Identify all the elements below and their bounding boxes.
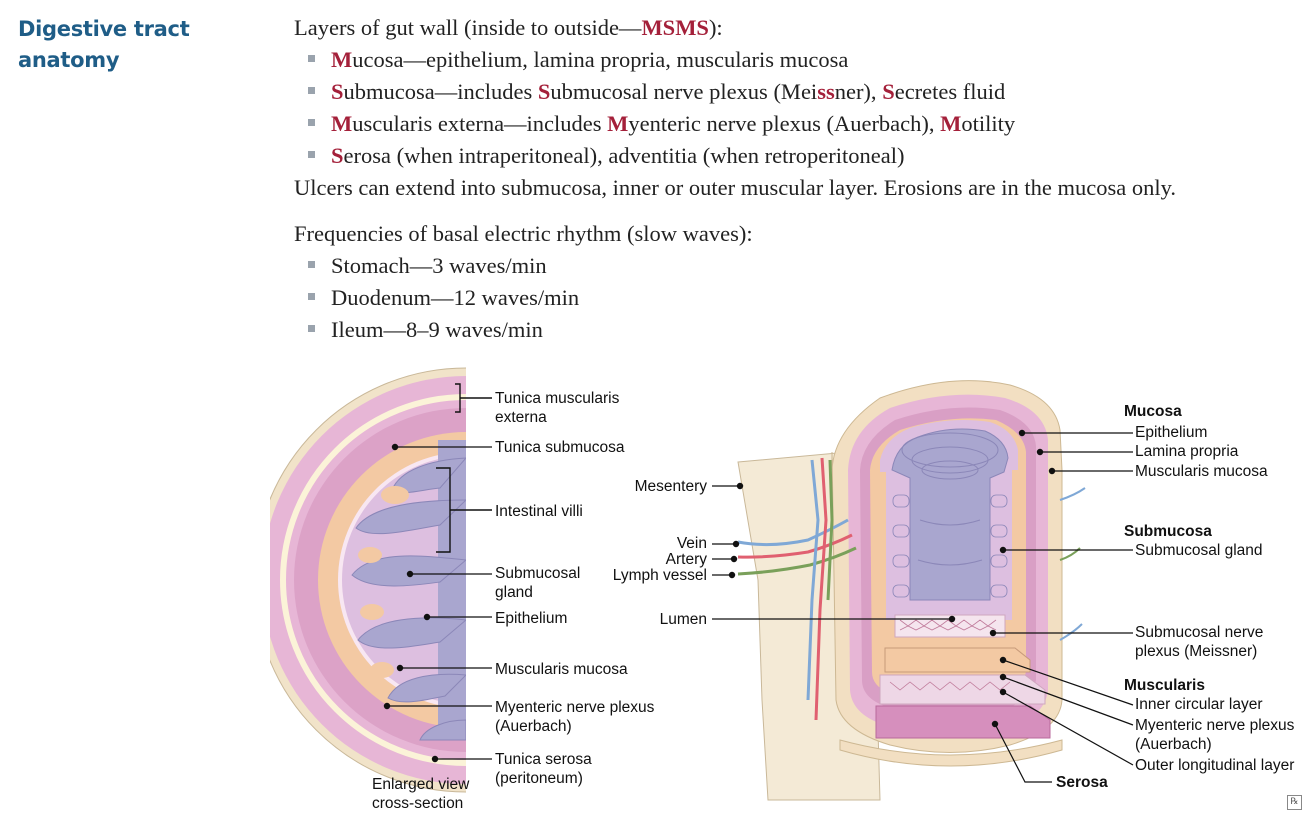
label-muscularis-externa-2: externa [495,409,547,426]
label-submucosal-gland-right: Submucosal gland [1135,542,1263,559]
label-inner-circular: Inner circular layer [1135,696,1263,713]
bullet-icon [308,293,315,301]
label-mucosa-heading: Mucosa [1124,403,1182,420]
label-serosa-right: Serosa [1056,774,1108,791]
label-epithelium-right: Epithelium [1135,424,1207,441]
label-lymph-vessel: Lymph vessel [613,567,707,584]
section-heading-line2: anatomy [18,48,120,72]
list-item-duodenum: Duodenum—12 waves/min [294,282,1304,314]
left-labels: Tunica muscularis externa Tunica submuco… [372,390,655,812]
intestinal-villi [351,457,466,741]
label-intestinal-villi: Intestinal villi [495,503,583,520]
list-item-ileum: Ileum—8–9 waves/min [294,314,1304,346]
label-lamina-propria: Lamina propria [1135,443,1239,460]
tube-diagram [737,380,1086,801]
brace-muscularis [455,383,492,413]
layers-intro: Layers of gut wall (inside to outside—MS… [294,15,723,40]
label-myenteric-left-2: (Auerbach) [495,718,572,735]
msms-acronym: MSMS [641,15,709,40]
left-leader-lines [383,443,492,763]
label-tunica-serosa-2: (peritoneum) [495,770,583,787]
label-outer-longitudinal: Outer longitudinal layer [1135,757,1294,774]
list-item-muscularis: Muscularis externa—includes Myenteric ne… [294,108,1304,140]
label-mesentery: Mesentery [635,478,708,495]
bullet-icon [308,151,315,159]
list-item-stomach: Stomach—3 waves/min [294,250,1304,282]
label-submucosa-heading: Submucosa [1124,523,1212,540]
label-lumen: Lumen [660,611,707,628]
label-muscularis-externa-1: Tunica muscularis [495,390,620,407]
label-meissner-1: Submucosal nerve [1135,624,1263,641]
brace-villi [436,467,492,553]
label-tunica-serosa-1: Tunica serosa [495,751,592,768]
bullet-icon [308,261,315,269]
label-muscularis-mucosa-right: Muscularis mucosa [1135,463,1268,480]
cross-section-diagram [270,367,466,793]
section-heading: Digestive tract anatomy [18,14,190,76]
list-item-submucosa: Submucosa—includes Submucosal nerve plex… [294,76,1304,108]
right-leader-lines [712,429,1134,783]
label-muscularis-mucosa-left: Muscularis mucosa [495,661,628,678]
label-vein: Vein [677,535,707,552]
bullet-icon [308,87,315,95]
rx-icon: ℞ [1287,795,1302,810]
caption-cross-section: cross-section [372,795,463,812]
label-myenteric-right-2: (Auerbach) [1135,736,1212,753]
label-meissner-2: plexus (Meissner) [1135,643,1257,660]
bullet-icon [308,55,315,63]
label-myenteric-right-1: Myenteric nerve plexus [1135,717,1295,734]
body-text: Layers of gut wall (inside to outside—MS… [294,12,1304,346]
rhythm-intro: Frequencies of basal electric rhythm (sl… [294,221,753,246]
bullet-icon [308,325,315,333]
list-item-mucosa: Mucosa—epithelium, lamina propria, muscu… [294,44,1304,76]
label-submucosal-gland-1: Submucosal [495,565,580,582]
label-myenteric-left-1: Myenteric nerve plexus [495,699,655,716]
ulcers-note: Ulcers can extend into submucosa, inner … [294,175,1177,200]
bullet-icon [308,119,315,127]
label-submucosal-gland-2: gland [495,584,533,601]
blood-vessels [737,457,1086,721]
caption-enlarged-view: Enlarged view [372,776,470,793]
label-tunica-submucosa: Tunica submucosa [495,439,625,456]
right-labels: Mesentery Vein Artery Lymph vessel Lumen… [613,403,1295,791]
section-heading-line1: Digestive tract [18,17,190,41]
label-muscularis-heading: Muscularis [1124,677,1205,694]
list-item-serosa: Serosa (when intraperitoneal), adventiti… [294,140,1304,172]
label-epithelium-left: Epithelium [495,610,567,627]
label-artery: Artery [666,551,708,568]
